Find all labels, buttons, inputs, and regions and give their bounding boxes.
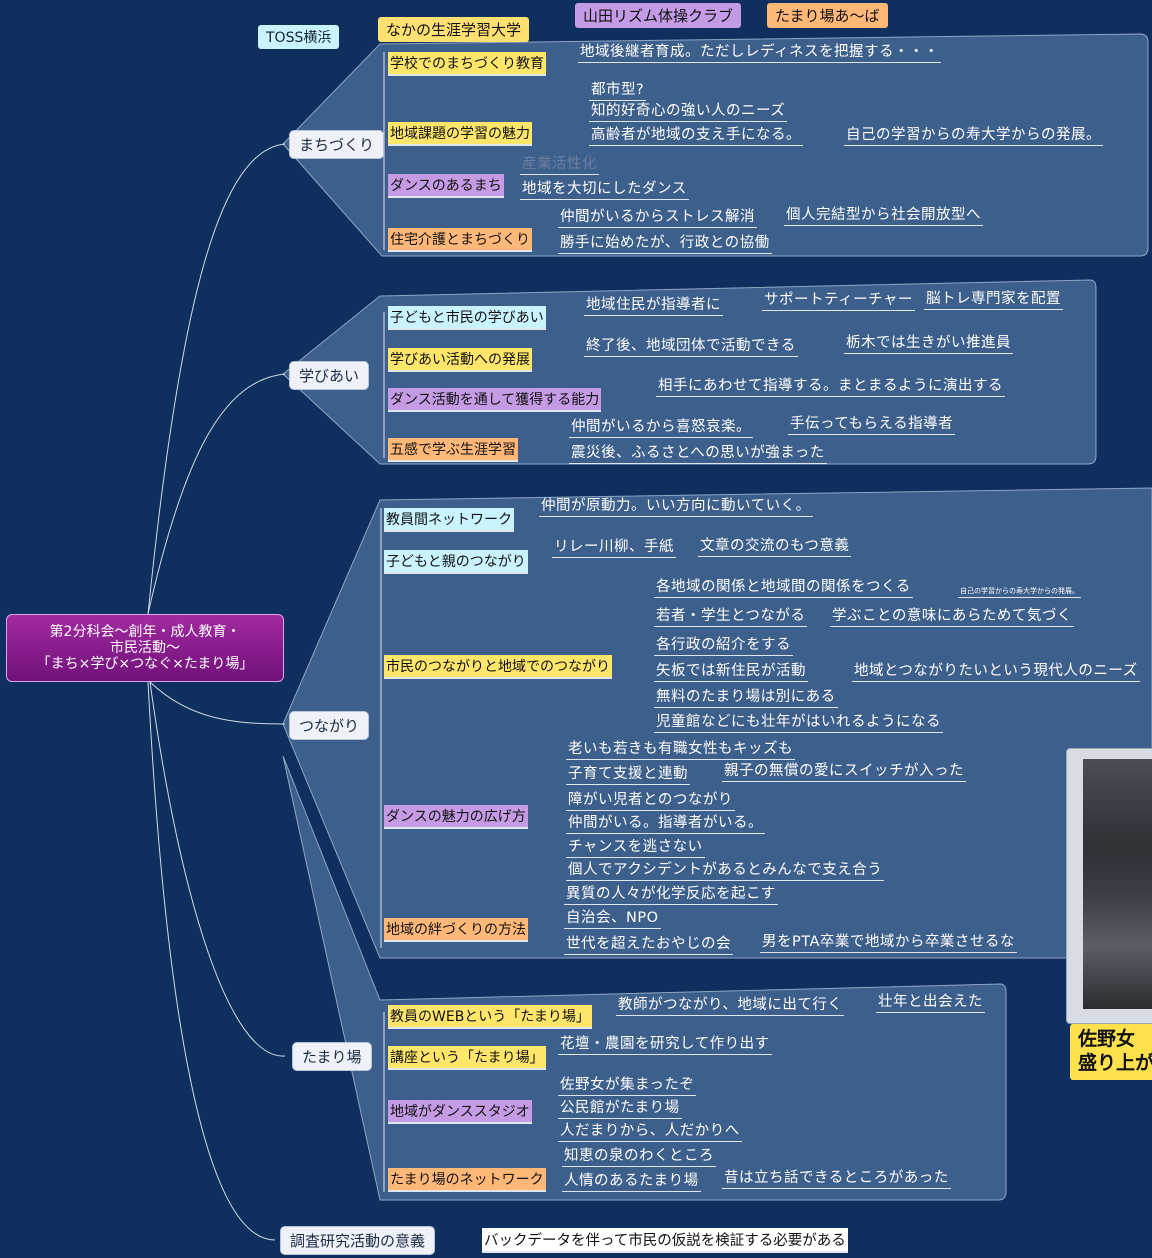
machi-leaf: 都市型?	[589, 78, 647, 101]
machi-leaf: 勝手に始めたが、行政との協働	[558, 231, 772, 254]
manabi-leaf: サポートティーチャー	[762, 288, 915, 311]
tsunagari-leaf: チャンスを逃さない	[566, 835, 705, 858]
tsunagari-leaf: 矢板では新住民が活動	[654, 659, 808, 682]
tsunagari-leaf: 異質の人々が化学反応を起こす	[564, 882, 778, 905]
tsunagari-leaf: 自己の学習からの寿大学からの発展。	[958, 586, 1081, 598]
tsunagari-leaf: 地域とつながりたいという現代人のニーズ	[852, 659, 1140, 682]
tsunagari-leaf: 仲間が原動力。いい方向に動いていく。	[539, 494, 813, 517]
machi-leaf: 産業活性化	[520, 152, 599, 175]
tsunagari-leaf: 個人でアクシデントがあるとみんなで支え合う	[566, 858, 885, 881]
tag-yamada: 山田リズム体操クラブ	[575, 3, 742, 28]
tamariba-leaf: 昔は立ち話できるところがあった	[722, 1166, 951, 1189]
root-line2: 市民活動〜	[110, 640, 180, 656]
tsunagari-leaf: リレー川柳、手紙	[552, 535, 676, 558]
machi-leaf: 地域後継者育成。ただしレディネスを把握する・・・	[578, 40, 941, 63]
machi-sub4[interactable]: 住宅介護とまちづくり	[388, 228, 532, 252]
caption-line2: 盛り上が	[1078, 1052, 1152, 1074]
tamariba-leaf: 佐野女が集まったぞ	[558, 1073, 697, 1096]
manabi-leaf: 震災後、ふるさとへの思いが強まった	[569, 441, 827, 464]
machi-leaf: 仲間がいるからストレス解消	[558, 205, 757, 228]
manabi-leaf: 手伝ってもらえる指導者	[788, 412, 956, 435]
manabi-leaf: 地域住民が指導者に	[584, 293, 723, 316]
tamariba-leaf: 人情のあるたまり場	[562, 1169, 701, 1192]
tsunagari-panel	[282, 487, 1152, 959]
chosa-leaf: バックデータを伴って市民の仮説を検証する必要がある	[482, 1228, 848, 1253]
branch-tsunagari[interactable]: つながり	[289, 711, 370, 740]
tsunagari-leaf: 若者・学生とつながる	[654, 604, 808, 627]
machi-leaf: 高齢者が地域の支え手になる。	[589, 123, 803, 146]
event-photo	[1066, 748, 1152, 1024]
manabi-leaf: 終了後、地域団体で活動できる	[584, 334, 798, 357]
manabi-leaf: 仲間がいるから喜怒哀楽。	[569, 415, 753, 438]
machi-leaf: 知的好奇心の強い人のニーズ	[589, 99, 788, 122]
root-line3: 「まち×学び×つなぐ×たまり場」	[36, 656, 254, 672]
branch-manabi[interactable]: 学びあい	[289, 361, 370, 390]
machi-leaf: 地域を大切にしたダンス	[520, 177, 689, 200]
tsunagari-leaf: 仲間がいる。指導者がいる。	[566, 811, 765, 834]
machi-leaf: 自己の学習からの寿大学からの発展。	[844, 123, 1103, 146]
tamariba-sub2[interactable]: 講座という「たまり場」	[388, 1046, 546, 1070]
branch-tamariba[interactable]: たまり場	[292, 1042, 372, 1071]
tag-toss: TOSS横浜	[258, 25, 340, 49]
tsunagari-leaf: 各地域の関係と地域間の関係をつくる	[654, 575, 913, 598]
tsunagari-leaf: 老いも若きも有職女性もキッズも	[566, 737, 795, 760]
tsunagari-sub1[interactable]: 教員間ネットワーク	[384, 508, 514, 532]
machi-sub2[interactable]: 地域課題の学習の魅力	[388, 122, 532, 146]
tsunagari-leaf: 児童館などにも壮年がはいれるようになる	[654, 710, 943, 733]
tag-tamaribaaba: たまり場あ〜ば	[767, 3, 888, 28]
tsunagari-leaf: 男をPTA卒業で地域から卒業させるな	[760, 930, 1017, 953]
tamariba-leaf: 教師がつながり、地域に出て行く	[616, 993, 845, 1016]
tsunagari-leaf: 学ぶことの意味にあらためて気づく	[830, 604, 1074, 627]
branch-machi[interactable]: まちづくり	[289, 130, 385, 159]
tsunagari-sub3[interactable]: 市民のつながりと地域でのつながり	[384, 655, 612, 679]
tsunagari-leaf: 文章の交流のもつ意義	[698, 534, 852, 557]
tsunagari-leaf: 各行政の紹介をする	[654, 633, 793, 656]
machi-sub1[interactable]: 学校でのまちづくり教育	[388, 52, 546, 76]
tamariba-leaf: 壮年と出会えた	[876, 990, 985, 1013]
tsunagari-leaf: 無料のたまり場は別にある	[654, 685, 838, 708]
photo-caption: 佐野女 盛り上が	[1070, 1024, 1152, 1080]
tamariba-sub1[interactable]: 教員のWEBという「たまり場」	[388, 1005, 592, 1029]
branch-chosa[interactable]: 調査研究活動の意義	[280, 1226, 436, 1255]
manabi-sub4[interactable]: 五感で学ぶ生涯学習	[388, 438, 518, 462]
tamariba-panel	[282, 755, 1007, 1201]
photo-image	[1083, 759, 1152, 1009]
machi-leaf: 個人完結型から社会開放型へ	[784, 203, 983, 226]
manabi-leaf: 相手にあわせて指導する。まとまるように演出する	[656, 374, 1005, 397]
tamariba-leaf: 花壇・農園を研究して作り出す	[558, 1032, 772, 1055]
manabi-leaf: 栃木では生きがい推進員	[844, 331, 1013, 354]
tsunagari-leaf: 親子の無償の愛にスイッチが入った	[722, 759, 966, 782]
tsunagari-leaf: 世代を超えたおやじの会	[564, 932, 733, 955]
tsunagari-sub2[interactable]: 子どもと親のつながり	[384, 550, 528, 574]
manabi-sub2[interactable]: 学びあい活動への発展	[388, 348, 532, 372]
manabi-sub1[interactable]: 子どもと市民の学びあい	[388, 306, 546, 330]
tsunagari-leaf: 障がい児者とのつながり	[566, 788, 735, 811]
root-topic[interactable]: 第2分科会〜創年・成人教育・ 市民活動〜 「まち×学び×つなぐ×たまり場」	[6, 614, 284, 682]
tamariba-leaf: 知恵の泉のわくところ	[562, 1144, 716, 1167]
tsunagari-sub5[interactable]: 地域の絆づくりの方法	[384, 918, 528, 942]
tsunagari-leaf: 子育て支援と連動	[566, 762, 690, 785]
manabi-leaf: 脳トレ専門家を配置	[924, 287, 1063, 310]
manabi-sub3[interactable]: ダンス活動を通して獲得する能力	[388, 388, 602, 412]
caption-line1: 佐野女	[1078, 1028, 1136, 1050]
tsunagari-leaf: 自治会、NPO	[564, 906, 661, 929]
tamariba-leaf: 人だまりから、人だかりへ	[558, 1119, 742, 1142]
tsunagari-sub4[interactable]: ダンスの魅力の広げ方	[384, 805, 528, 829]
tamariba-sub3[interactable]: 地域がダンススタジオ	[388, 1100, 532, 1124]
tamariba-leaf: 公民館がたまり場	[558, 1096, 682, 1119]
root-line1: 第2分科会〜創年・成人教育・	[49, 624, 241, 640]
tag-nakano: なかの生涯学習大学	[378, 17, 530, 42]
machi-sub3[interactable]: ダンスのあるまち	[388, 174, 504, 198]
tamariba-sub4[interactable]: たまり場のネットワーク	[388, 1168, 546, 1192]
